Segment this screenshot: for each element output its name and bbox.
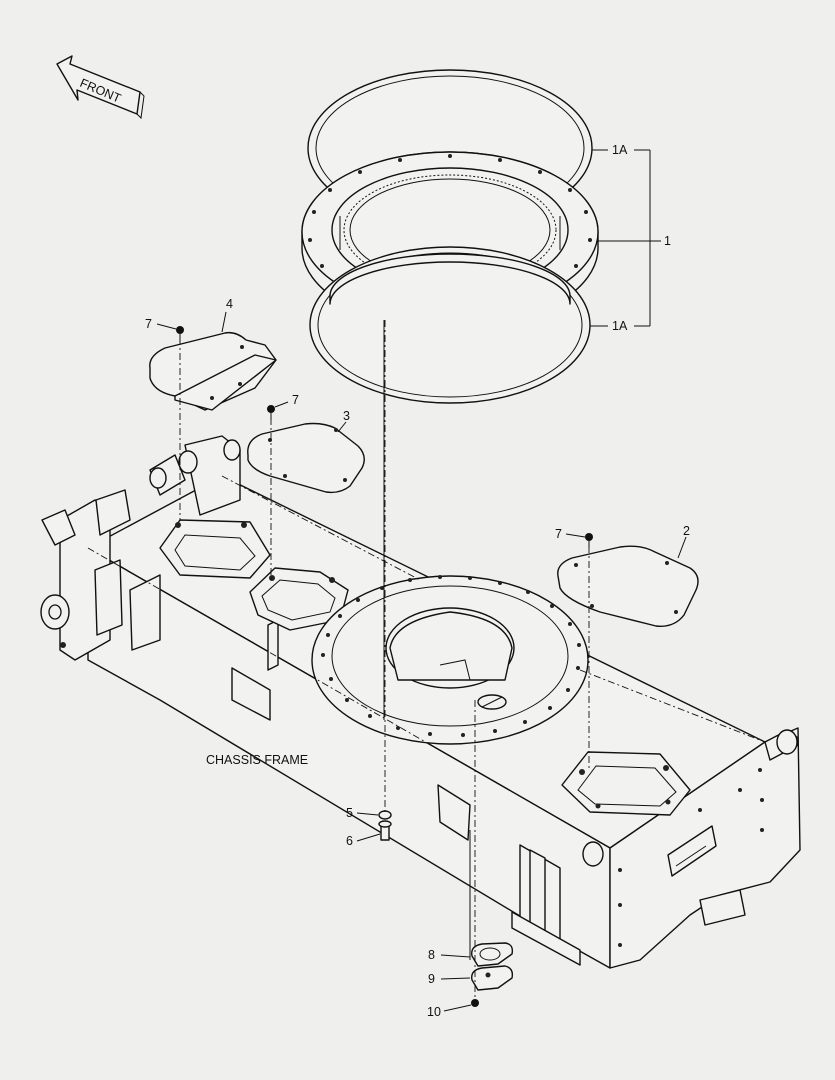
washer-5	[378, 810, 392, 820]
bolt-10	[471, 999, 479, 1007]
callout-1a-bottom: 1A	[612, 319, 628, 333]
callout-3: 3	[343, 409, 350, 423]
callout-1: 1	[664, 234, 671, 248]
callout-1a-top: 1A	[612, 143, 628, 157]
mount-bolt-holes	[321, 575, 581, 737]
front-direction-arrow: FRONT	[56, 55, 145, 120]
callout-7-c: 7	[555, 527, 562, 541]
chassis-frame	[40, 435, 801, 969]
callout-9: 9	[428, 972, 435, 986]
callout-7-b: 7	[292, 393, 299, 407]
cover-plate-4	[149, 331, 277, 411]
callout-4: 4	[226, 297, 233, 311]
bolt-6	[378, 820, 392, 841]
callout-5: 5	[346, 806, 353, 820]
callout-6: 6	[346, 834, 353, 848]
callout-2: 2	[683, 524, 690, 538]
callout-7-a: 7	[145, 317, 152, 331]
ring-seal-bottom	[309, 246, 591, 404]
callout-8: 8	[428, 948, 435, 962]
gasket-8	[471, 942, 514, 967]
cover-9	[471, 965, 514, 991]
cover-plate-3	[247, 422, 365, 494]
ring-callout-bracket	[590, 149, 661, 327]
assembly-lines	[179, 320, 590, 998]
callout-10: 10	[427, 1005, 441, 1019]
leader-lines	[156, 311, 687, 1012]
cover-plate-2	[557, 545, 699, 627]
chassis-frame-label: CHASSIS FRAME	[206, 753, 308, 767]
bolt-7-c	[585, 533, 593, 548]
bolt-7-b	[267, 405, 275, 420]
